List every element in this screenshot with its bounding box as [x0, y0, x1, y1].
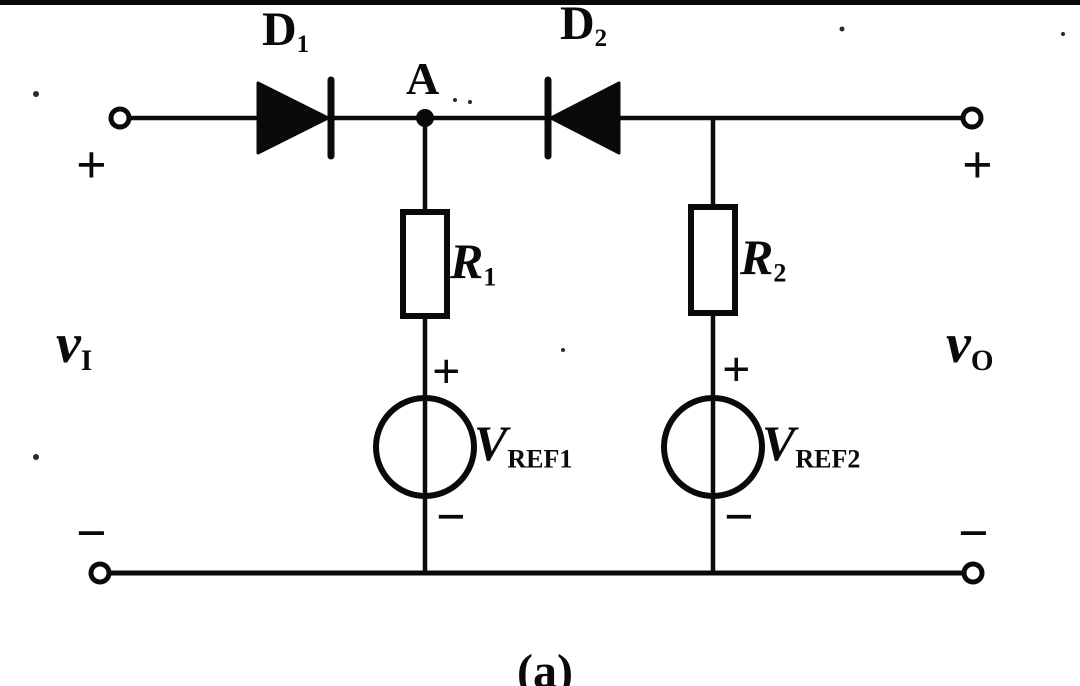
vref1-minus-sign: −	[436, 489, 466, 546]
label-r1: R1	[450, 233, 497, 292]
label-vref2: VREF2	[762, 415, 861, 474]
label-vi: vI	[56, 313, 93, 378]
label-vo: vO	[946, 313, 994, 378]
resistor-r2-symbol	[688, 204, 738, 316]
output-plus-sign: +	[962, 135, 993, 195]
input-terminal-bottom	[88, 561, 112, 585]
output-minus-sign: −	[958, 503, 989, 563]
label-node-a: A	[406, 53, 440, 104]
resistor-r1-symbol	[400, 209, 450, 319]
diode-d2-symbol	[544, 76, 621, 160]
input-plus-sign: +	[76, 135, 107, 195]
vref2-plus-sign: +	[722, 341, 751, 397]
diode-d1-symbol	[256, 76, 335, 160]
node-a-dot	[416, 109, 434, 127]
label-d1: D1	[262, 3, 310, 58]
label-d2: D2	[560, 0, 608, 52]
input-minus-sign: −	[76, 503, 107, 563]
label-vref1: VREF1	[474, 415, 573, 474]
scan-artifacts	[33, 26, 1065, 460]
figure-caption: (a)	[517, 645, 573, 686]
label-r2: R2	[740, 229, 787, 288]
source-vref2-symbol	[661, 395, 765, 499]
source-vref1-symbol	[373, 395, 477, 499]
output-terminal-top	[960, 106, 984, 130]
output-terminal-bottom	[961, 561, 985, 585]
vref1-plus-sign: +	[432, 343, 461, 399]
input-terminal-top	[108, 106, 132, 130]
vref2-minus-sign: −	[724, 489, 754, 546]
top-border	[0, 0, 1080, 5]
